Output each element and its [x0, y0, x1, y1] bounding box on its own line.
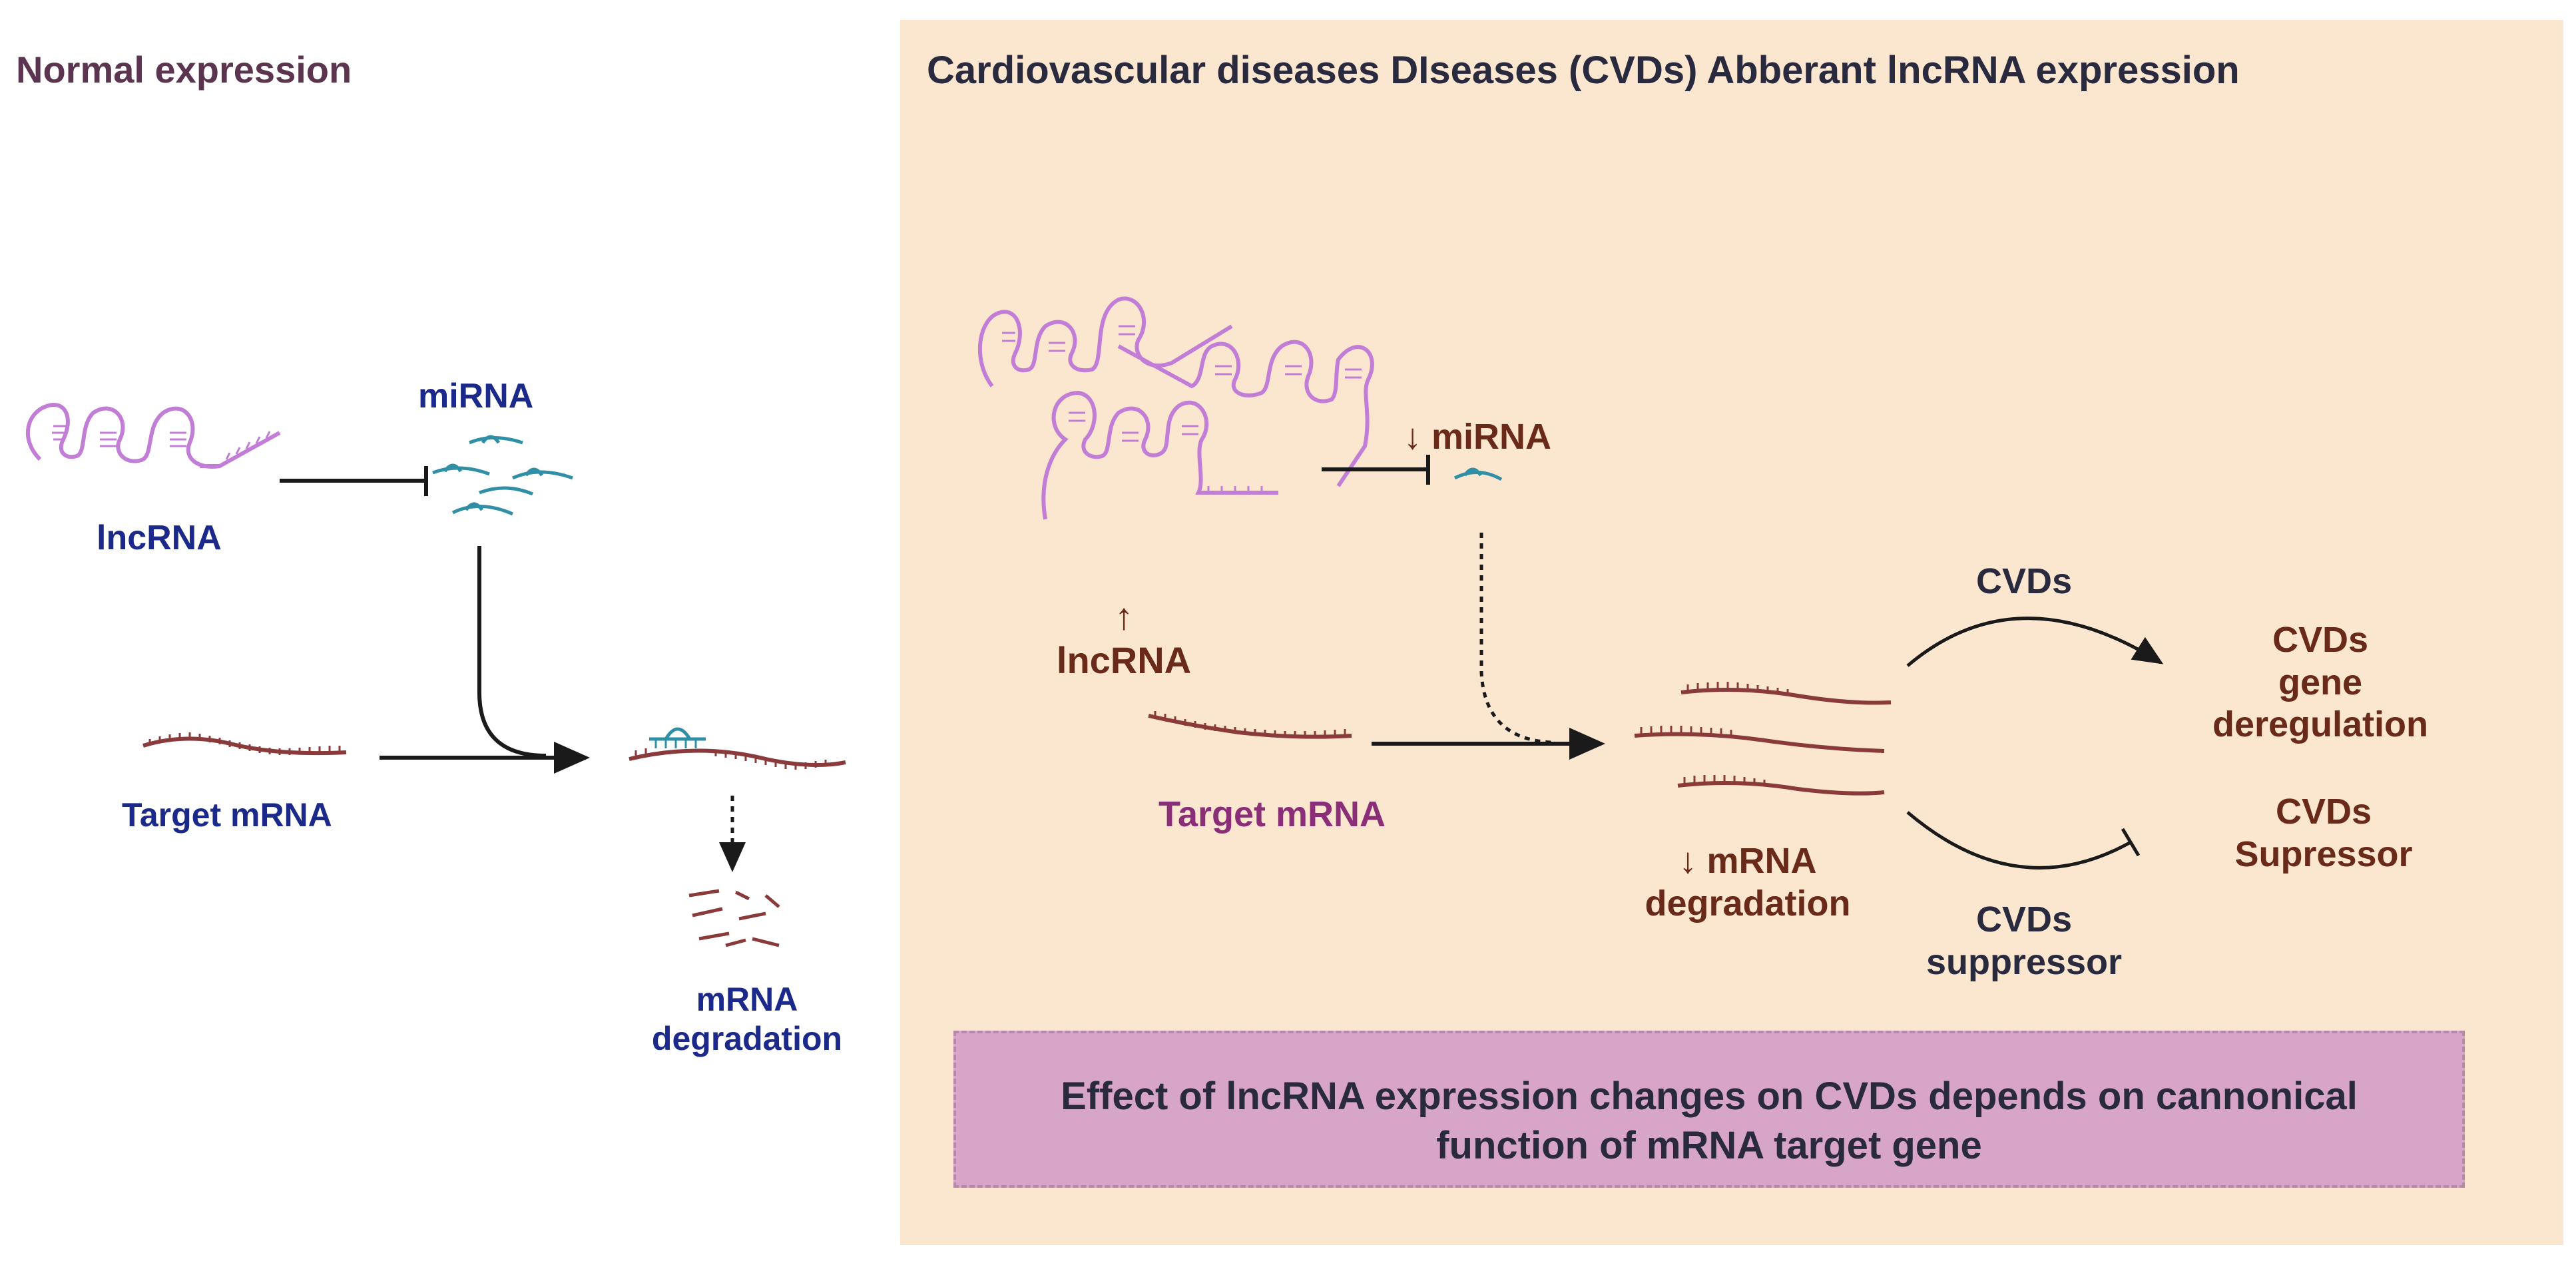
lncrna-label-left: lncRNA	[97, 519, 222, 557]
stabilized-mrnas-right	[1634, 688, 1892, 796]
lncrna-cluster-ticks-right	[1002, 325, 1362, 493]
down-mrna-degradation-label: ↓ mRNA degradation	[1645, 841, 1851, 923]
up-lncrna-label: ↑ lncRNA	[1056, 595, 1192, 682]
lncrna-structure-left	[26, 403, 281, 469]
degraded-mrna-fragments	[688, 889, 780, 947]
target-mrna-label-left: Target mRNA	[122, 796, 332, 834]
stabilized-mrna-ticks-right	[1640, 682, 1789, 786]
dotted-binding-path-right	[1479, 533, 1552, 744]
target-mrna-left	[142, 732, 347, 756]
cvds-gene-deregulation-outcome: CVDs gene deregulation	[2212, 620, 2429, 745]
mirna-binding-path-left	[477, 546, 547, 758]
mrna-degradation-label-left: mRNA degradation	[651, 981, 843, 1057]
cvds-suppression-arrow	[1906, 811, 2141, 870]
lncrna-cluster-right	[977, 296, 1374, 520]
cvds-suppressor-outcome: CVDs Supressor	[2234, 792, 2413, 874]
effect-summary-text: Effect of lncRNA expression changes on C…	[1061, 1075, 2358, 1168]
effect-summary-box	[953, 1031, 2465, 1188]
target-mrna-right	[1148, 711, 1352, 739]
cvds-activation-label: CVDs	[1975, 561, 2073, 601]
inhibition-arrow-right	[1322, 455, 1430, 485]
down-mirna-label: ↓ miRNA	[1404, 417, 1552, 457]
inhibition-arrow-left	[280, 466, 428, 496]
cvds-panel-title: Cardiovascular diseases DIseases (CVDs) …	[927, 49, 2240, 92]
target-mrna-label-right: Target mRNA	[1159, 794, 1386, 834]
lncrna-ticks-left	[52, 425, 271, 460]
mirna-label-left: miRNA	[418, 377, 534, 415]
normal-expression-title: Normal expression	[16, 49, 352, 91]
mirna-cluster-left	[432, 435, 573, 516]
mirna-single-right	[1453, 467, 1503, 481]
cvds-suppressor-label: CVDs suppressor	[1926, 899, 2123, 982]
cvds-activation-arrow	[1906, 617, 2164, 667]
mirna-mrna-complex-left	[629, 727, 846, 770]
